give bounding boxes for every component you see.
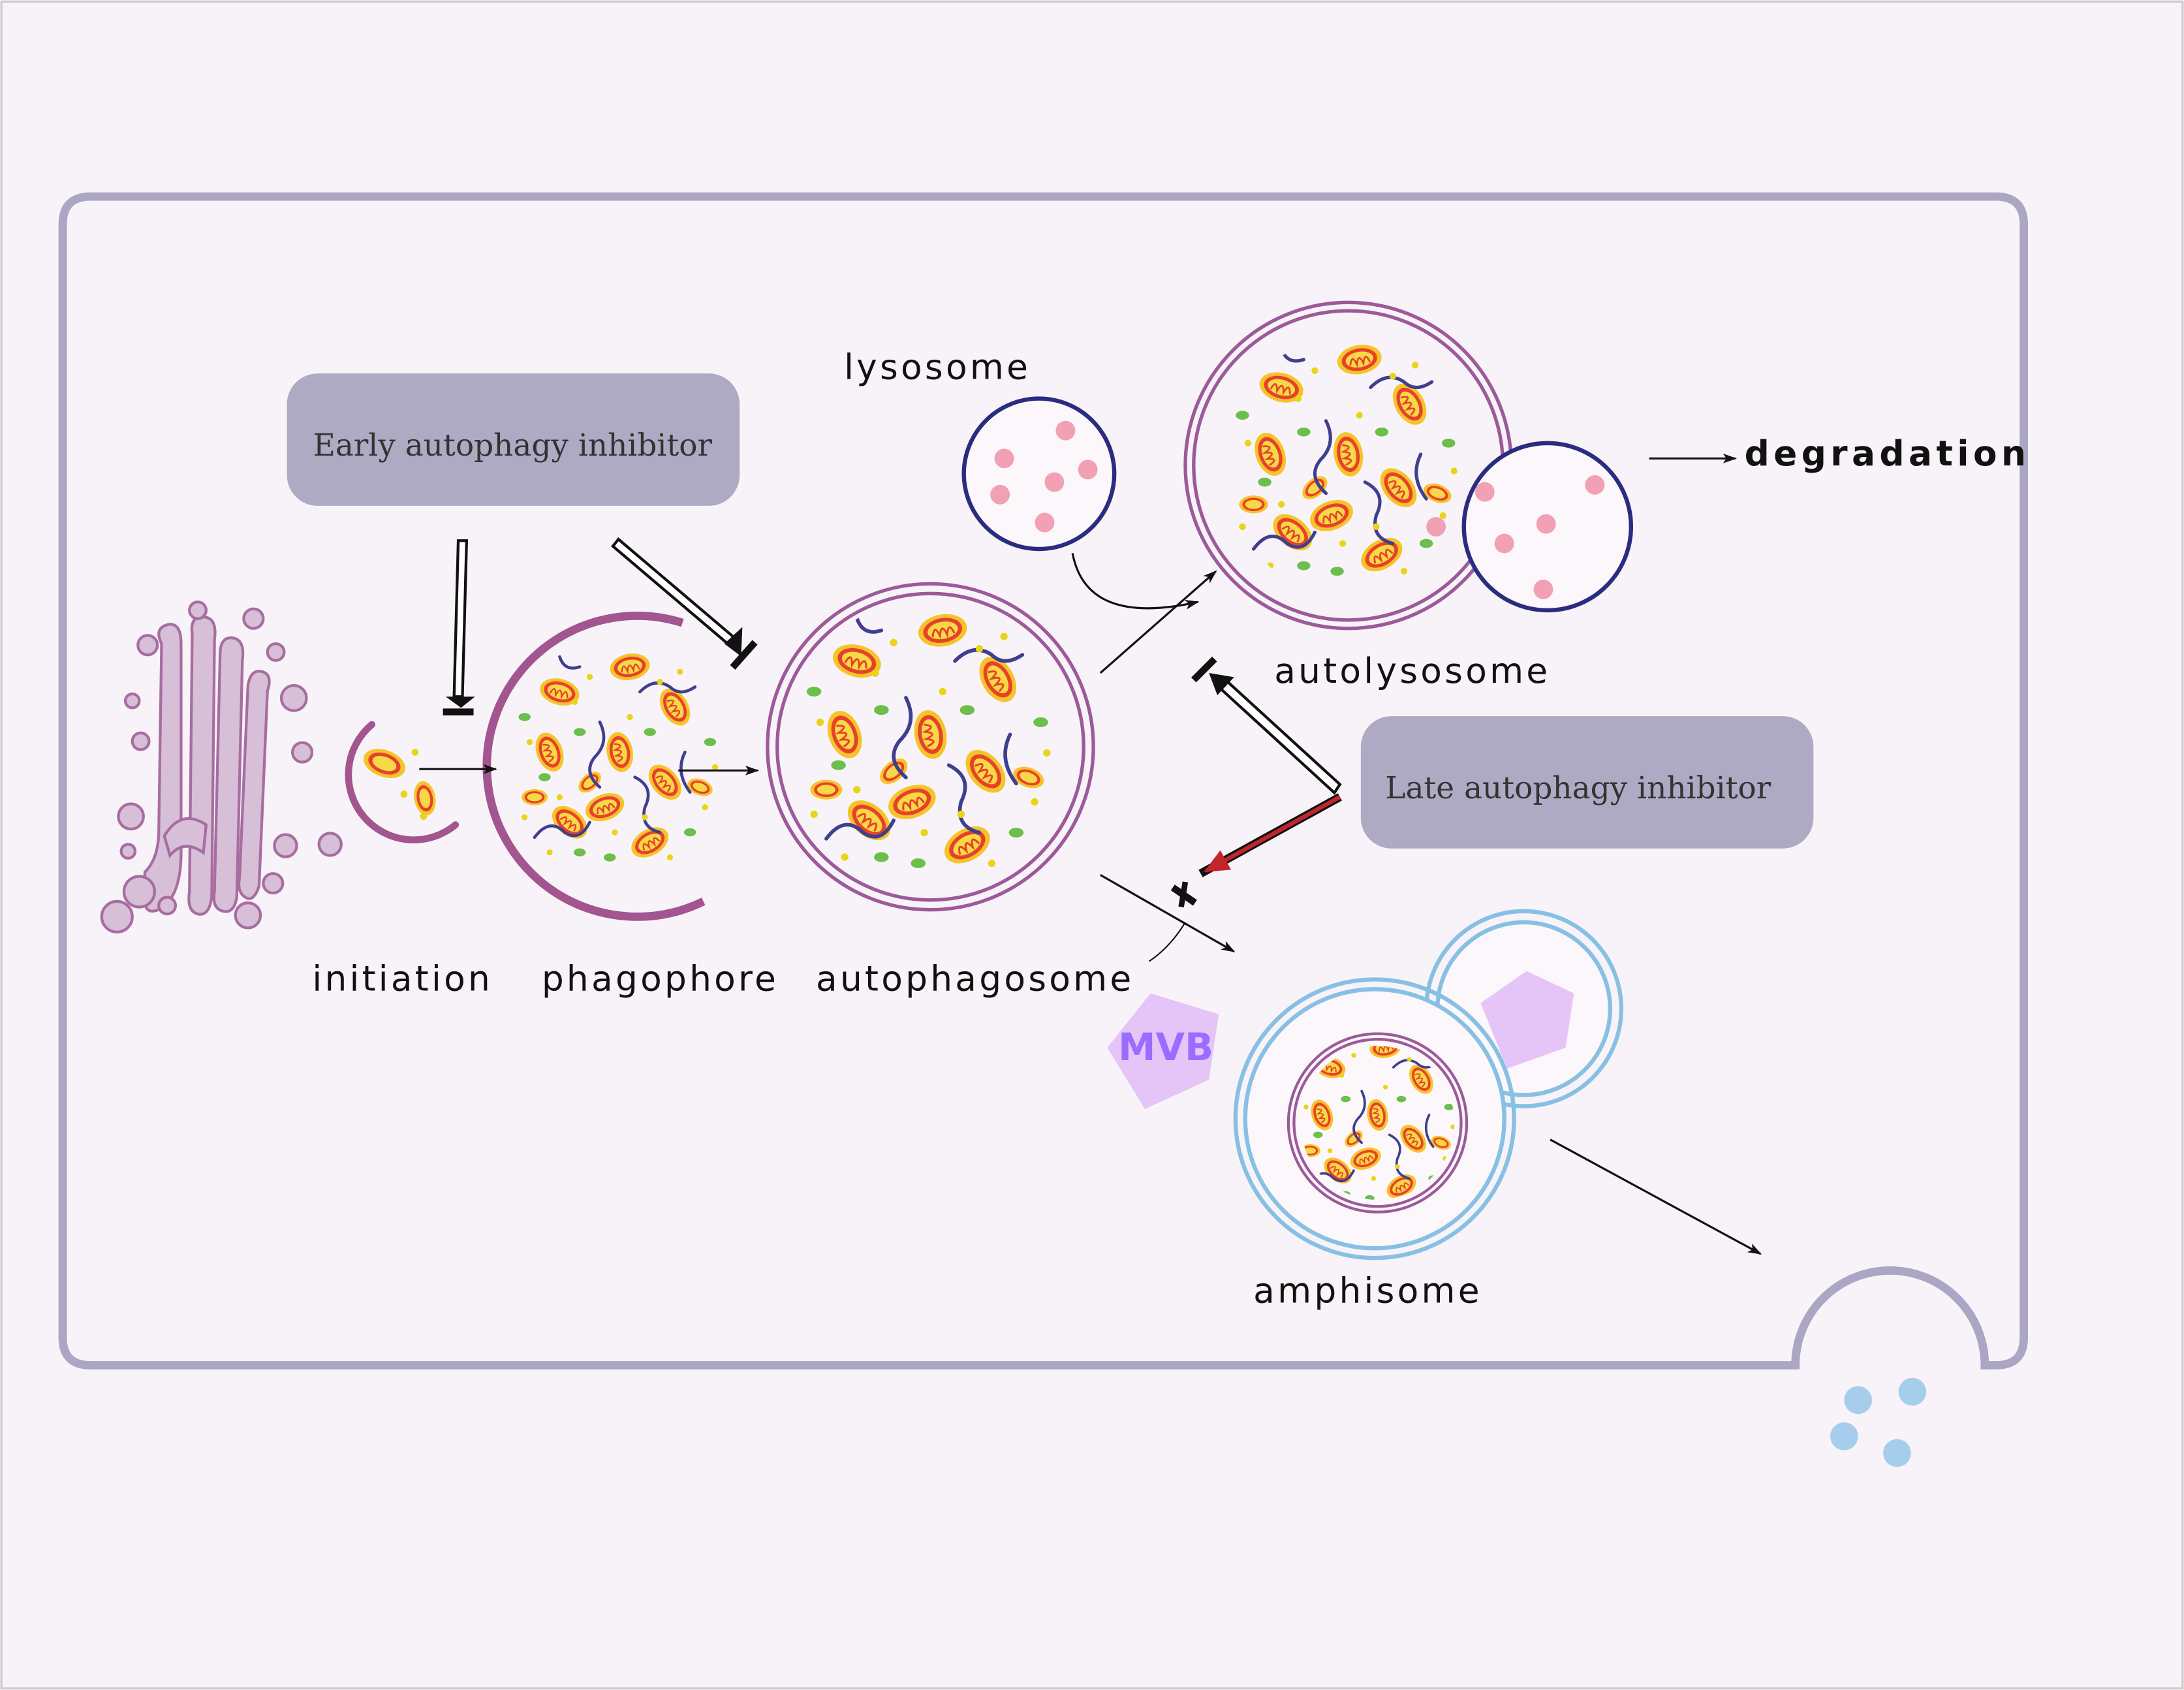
late-inhibitor-label: Late autophagy inhibitor xyxy=(1385,770,1771,806)
late-inhibition-arrow-autolysosome xyxy=(1191,656,1342,795)
cell-membrane xyxy=(58,192,2029,1369)
autophagosome-label: autophagosome xyxy=(816,958,1134,999)
degradation-label: degradation xyxy=(1745,433,2031,474)
lysosome-structure xyxy=(961,396,1117,552)
flow-arrows xyxy=(419,453,1762,1255)
arrow-lysosome-to-autolysosome xyxy=(1071,553,1200,610)
amphisome-label: amphisome xyxy=(1253,1270,1482,1311)
autolysosome-label: autolysosome xyxy=(1274,650,1550,691)
amphisome-structure xyxy=(1233,909,1624,1260)
mvb-label: MVB xyxy=(1118,1025,1213,1069)
arrow-autophagosome-to-autolysosome xyxy=(1099,570,1217,674)
arrow-mvb-merge xyxy=(1148,922,1186,962)
initiation-membrane xyxy=(345,721,460,844)
early-inhibitor-box: Early autophagy inhibitor xyxy=(287,373,740,506)
phagophore-structure xyxy=(482,612,718,921)
early-inhibitor-label: Early autophagy inhibitor xyxy=(313,428,713,463)
mvb: MVB xyxy=(1107,993,1219,1109)
arrow-autophagosome-to-amphisome xyxy=(1100,873,1236,953)
lysosome-label: lysosome xyxy=(844,347,1031,388)
late-inhibitor-box: Late autophagy inhibitor xyxy=(1360,716,1814,849)
exosomes xyxy=(1830,1377,1927,1467)
late-inhibition-arrow-amphisome xyxy=(1170,793,1342,908)
arrow-amphisome-to-exocytosis xyxy=(1550,1138,1762,1255)
initiation-label: initiation xyxy=(312,958,493,999)
phagophore-label: phagophore xyxy=(542,958,779,999)
autolysosome-structure xyxy=(1183,300,1634,631)
golgi-apparatus xyxy=(100,600,343,934)
early-inhibition-arrow-initiation xyxy=(443,539,475,716)
amphisome-mvb xyxy=(1480,971,1574,1069)
early-inhibition-arrow-phagophore xyxy=(610,537,758,670)
autophagosome-structure xyxy=(766,582,1095,912)
